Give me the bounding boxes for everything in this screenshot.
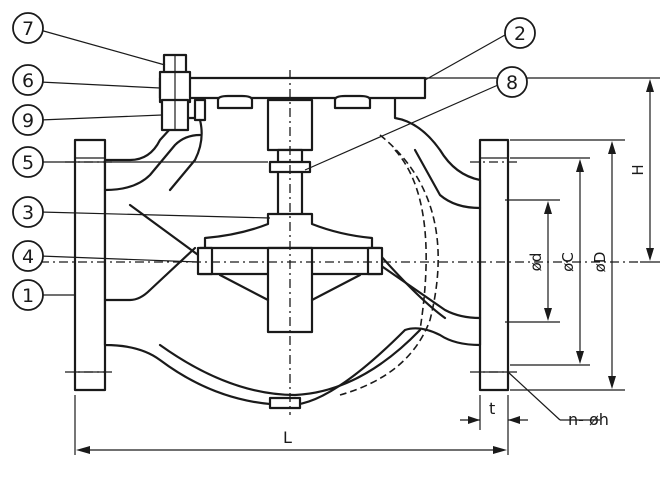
callout-3-label: 3 [22, 202, 34, 224]
right-flange [478, 138, 510, 392]
callout-1: 1 [12, 279, 44, 311]
callout-8: 8 [496, 66, 528, 98]
left-flange [73, 138, 107, 392]
dimension-lines [74, 77, 660, 455]
bonnet-bolt [158, 53, 192, 132]
callout-4-label: 4 [22, 246, 34, 268]
callout-9-label: 9 [22, 110, 34, 132]
callout-2-label: 2 [514, 23, 526, 45]
callout-5-label: 5 [22, 152, 34, 174]
dim-L-label: L [283, 428, 292, 447]
center-lines [40, 70, 640, 415]
seat-ring-left [196, 246, 214, 276]
callout-2: 2 [504, 17, 536, 49]
callout-7: 7 [12, 12, 44, 44]
callout-9: 9 [12, 104, 44, 136]
callout-1-label: 1 [22, 285, 34, 307]
bonnet [158, 76, 427, 192]
dim-t-label: t [489, 399, 495, 418]
callout-3: 3 [12, 196, 44, 228]
dim-C-label: øC [559, 252, 577, 272]
dim-holes-label: n- øh [568, 410, 609, 429]
dim-d-label: ød [527, 253, 545, 272]
drain-plug [268, 396, 302, 410]
callout-4: 4 [12, 240, 44, 272]
callout-6: 6 [12, 64, 44, 96]
leader-lines [39, 29, 506, 296]
stem-guide [266, 98, 314, 152]
callout-8-label: 8 [506, 72, 518, 94]
dim-H-label: H [629, 164, 647, 175]
dim-D-label: øD [591, 252, 609, 273]
bonnet-plate [158, 76, 427, 100]
callout-5: 5 [12, 146, 44, 178]
disc [203, 212, 374, 252]
callout-7-label: 7 [22, 18, 34, 40]
callout-6-label: 6 [22, 70, 34, 92]
seat-ring-right [366, 246, 384, 276]
